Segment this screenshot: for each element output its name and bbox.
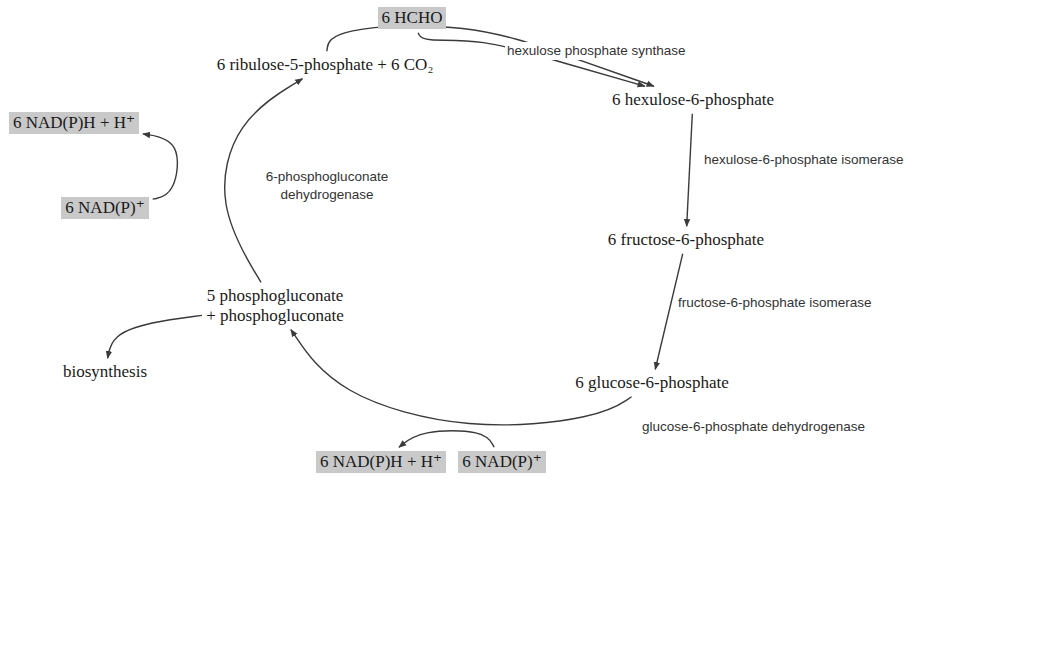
cofactor-box: 6 NAD(P)H + H⁺	[316, 451, 446, 473]
metabolite: 5 phosphogluconate + phosphogluconate	[206, 286, 344, 325]
metabolite: 6 ribulose-5-phosphate + 6 CO₂	[217, 55, 434, 75]
cofactor-box: 6 NAD(P)⁺	[61, 197, 148, 219]
node-text: 6 fructose-6-phosphate	[608, 230, 764, 250]
node-text: 6 hexulose-6-phosphate	[612, 90, 774, 110]
node-text: 6 HCHO	[382, 8, 443, 28]
reaction-arrow	[687, 114, 693, 226]
enzyme-label: fructose-6-phosphate isomerase	[676, 294, 874, 312]
node-text: 5 phosphogluconate + phosphogluconate	[206, 286, 344, 325]
substrate-box: 6 HCHO	[378, 7, 447, 29]
metabolite: 6 glucose-6-phosphate	[575, 373, 728, 393]
metabolite: 6 hexulose-6-phosphate	[612, 90, 774, 110]
enzyme-label: hexulose phosphate synthase	[505, 42, 688, 60]
node-text: 6 NAD(P)⁺	[65, 198, 144, 218]
enzyme-label: hexulose-6-phosphate isomerase	[702, 151, 906, 169]
product: biosynthesis	[63, 362, 147, 382]
enzyme-label: 6-phosphogluconate dehydrogenase	[250, 168, 404, 204]
reaction-arrow	[399, 431, 494, 448]
metabolite: 6 fructose-6-phosphate	[608, 230, 764, 250]
node-text: 6 NAD(P)⁺	[462, 452, 541, 472]
node-text: 6 NAD(P)H + H⁺	[320, 452, 442, 472]
enzyme-label: glucose-6-phosphate dehydrogenase	[640, 418, 867, 436]
node-text: biosynthesis	[63, 362, 147, 382]
reaction-arrow	[143, 134, 177, 199]
cofactor-box: 6 NAD(P)H + H⁺	[9, 112, 139, 134]
reaction-arrow	[108, 315, 202, 358]
node-text: 6 ribulose-5-phosphate + 6 CO₂	[217, 55, 434, 75]
cofactor-box: 6 NAD(P)⁺	[458, 451, 545, 473]
node-text: 6 NAD(P)H + H⁺	[13, 113, 135, 133]
node-text: 6 glucose-6-phosphate	[575, 373, 728, 393]
